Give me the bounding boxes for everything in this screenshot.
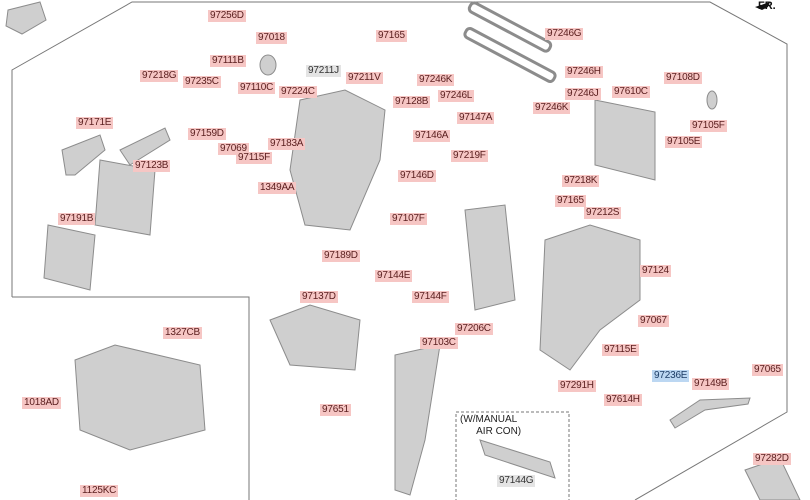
part-label-97124[interactable]: 97124 bbox=[640, 265, 671, 277]
part-label-97191b[interactable]: 97191B bbox=[58, 213, 96, 225]
part-label-97067[interactable]: 97067 bbox=[638, 315, 669, 327]
part-label-97218k[interactable]: 97218K bbox=[562, 175, 600, 187]
fr-arrow-icon bbox=[755, 2, 770, 10]
part-duct-center bbox=[464, 204, 516, 311]
part-label-97246h[interactable]: 97246H bbox=[565, 66, 603, 78]
part-label-97105e[interactable]: 97105E bbox=[665, 136, 703, 148]
part-label-97165[interactable]: 97165 bbox=[555, 195, 586, 207]
part-label-97107f[interactable]: 97107F bbox=[390, 213, 427, 225]
part-label-97115f[interactable]: 97115F bbox=[236, 152, 272, 164]
frame-lines bbox=[11, 1, 788, 500]
part-label-97123b[interactable]: 97123B bbox=[133, 160, 171, 172]
part-label-97065[interactable]: 97065 bbox=[752, 364, 783, 376]
part-bracket bbox=[61, 134, 106, 176]
part-duct-front bbox=[394, 344, 441, 496]
part-label-97212s[interactable]: 97212S bbox=[584, 207, 622, 219]
part-label-97108d[interactable]: 97108D bbox=[664, 72, 702, 84]
part-door-manual bbox=[479, 439, 556, 479]
part-label-97115e[interactable]: 97115E bbox=[602, 344, 639, 356]
manual-aircon-note: (W/MANUAL AIR CON) bbox=[460, 414, 522, 437]
part-label-97171e[interactable]: 97171E bbox=[76, 117, 114, 129]
part-label-97146a[interactable]: 97146A bbox=[413, 130, 451, 142]
part-label-97211j[interactable]: 97211J bbox=[306, 65, 341, 77]
part-shapes bbox=[5, 1, 801, 500]
part-case-right bbox=[539, 224, 641, 371]
part-label-97159d[interactable]: 97159D bbox=[188, 128, 226, 140]
part-lower-case bbox=[269, 304, 361, 371]
part-sample bbox=[5, 1, 47, 35]
part-hvac-assembly bbox=[74, 344, 206, 451]
part-evaporator bbox=[594, 99, 656, 181]
part-label-1327cb[interactable]: 1327CB bbox=[163, 327, 202, 339]
part-label-97282d[interactable]: 97282D bbox=[753, 453, 791, 465]
part-label-97128b[interactable]: 97128B bbox=[393, 96, 431, 108]
part-label-97651[interactable]: 97651 bbox=[320, 404, 351, 416]
part-label-97018[interactable]: 97018 bbox=[256, 32, 287, 44]
part-label-97144e[interactable]: 97144E bbox=[375, 270, 413, 282]
part-label-97144f[interactable]: 97144F bbox=[412, 291, 449, 303]
part-label-97110c[interactable]: 97110C bbox=[238, 82, 276, 94]
part-heater-pipes bbox=[119, 127, 171, 166]
part-label-97256d[interactable]: 97256D bbox=[208, 10, 246, 22]
part-label-97183a[interactable]: 97183A bbox=[268, 138, 306, 150]
part-label-97246l[interactable]: 97246L bbox=[438, 90, 475, 102]
part-label-97165[interactable]: 97165 bbox=[376, 30, 407, 42]
part-label-97146d[interactable]: 97146D bbox=[398, 170, 436, 182]
orientation-marker: FR. bbox=[758, 0, 776, 12]
part-label-97218g[interactable]: 97218G bbox=[140, 70, 179, 82]
part-label-97137d[interactable]: 97137D bbox=[300, 291, 338, 303]
part-label-97246j[interactable]: 97246J bbox=[565, 88, 601, 100]
part-label-97105f[interactable]: 97105F bbox=[690, 120, 727, 132]
part-label-97189d[interactable]: 97189D bbox=[322, 250, 360, 262]
part-label-97610c[interactable]: 97610C bbox=[612, 86, 650, 98]
part-label-97144g[interactable]: 97144G bbox=[497, 475, 536, 487]
part-label-97103c[interactable]: 97103C bbox=[420, 337, 458, 349]
part-label-1349aa[interactable]: 1349AA bbox=[258, 182, 297, 194]
part-label-97614h[interactable]: 97614H bbox=[604, 394, 642, 406]
part-seal-ring bbox=[706, 90, 718, 110]
part-label-97206c[interactable]: 97206C bbox=[455, 323, 493, 335]
part-label-97219f[interactable]: 97219F bbox=[451, 150, 488, 162]
part-label-97111b[interactable]: 97111B bbox=[210, 55, 246, 67]
part-label-97246k[interactable]: 97246K bbox=[533, 102, 571, 114]
gasket-shapes bbox=[463, 1, 557, 83]
part-label-1125kc[interactable]: 1125KC bbox=[80, 485, 119, 497]
part-label-97224c[interactable]: 97224C bbox=[279, 86, 317, 98]
part-label-97149b[interactable]: 97149B bbox=[692, 378, 730, 390]
part-label-97235c[interactable]: 97235C bbox=[183, 76, 221, 88]
part-label-97246g[interactable]: 97246G bbox=[545, 28, 584, 40]
part-label-97147a[interactable]: 97147A bbox=[457, 112, 495, 124]
part-label-97211v[interactable]: 97211V bbox=[346, 72, 383, 84]
part-ptc-heater bbox=[43, 224, 96, 291]
part-case-left bbox=[289, 89, 386, 231]
part-actuator bbox=[259, 54, 277, 76]
part-label-1018ad[interactable]: 1018AD bbox=[22, 397, 61, 409]
part-label-97291h[interactable]: 97291H bbox=[558, 380, 596, 392]
part-label-97246k[interactable]: 97246K bbox=[417, 74, 455, 86]
part-hose bbox=[669, 397, 751, 429]
part-label-97236e[interactable]: 97236E bbox=[652, 370, 690, 382]
